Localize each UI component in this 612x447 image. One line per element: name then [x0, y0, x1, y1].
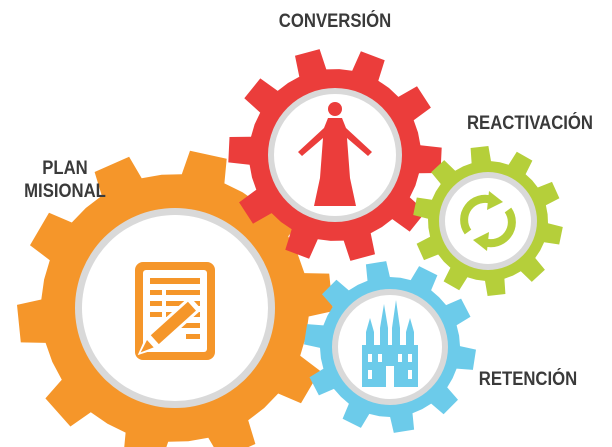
christus-statue-icon: [298, 102, 372, 206]
retention-gear: [304, 261, 476, 433]
label-plan-line2: MISIONAL: [24, 181, 106, 202]
plan-gear: [17, 150, 333, 447]
document-pencil-icon: [135, 262, 215, 360]
label-plan-line1: PLAN: [42, 158, 88, 179]
recycle-arrows-icon: [460, 191, 516, 251]
label-reactivation: REACTIVACIÓN: [466, 113, 594, 134]
conversion-gear: [228, 49, 442, 261]
reactivation-gear-center: [445, 178, 531, 264]
label-retention: RETENCIÓN: [478, 369, 578, 390]
temple-icon: [362, 300, 418, 387]
label-conversion: CONVERSIÓN: [278, 11, 392, 32]
reactivation-gear: [413, 146, 563, 296]
